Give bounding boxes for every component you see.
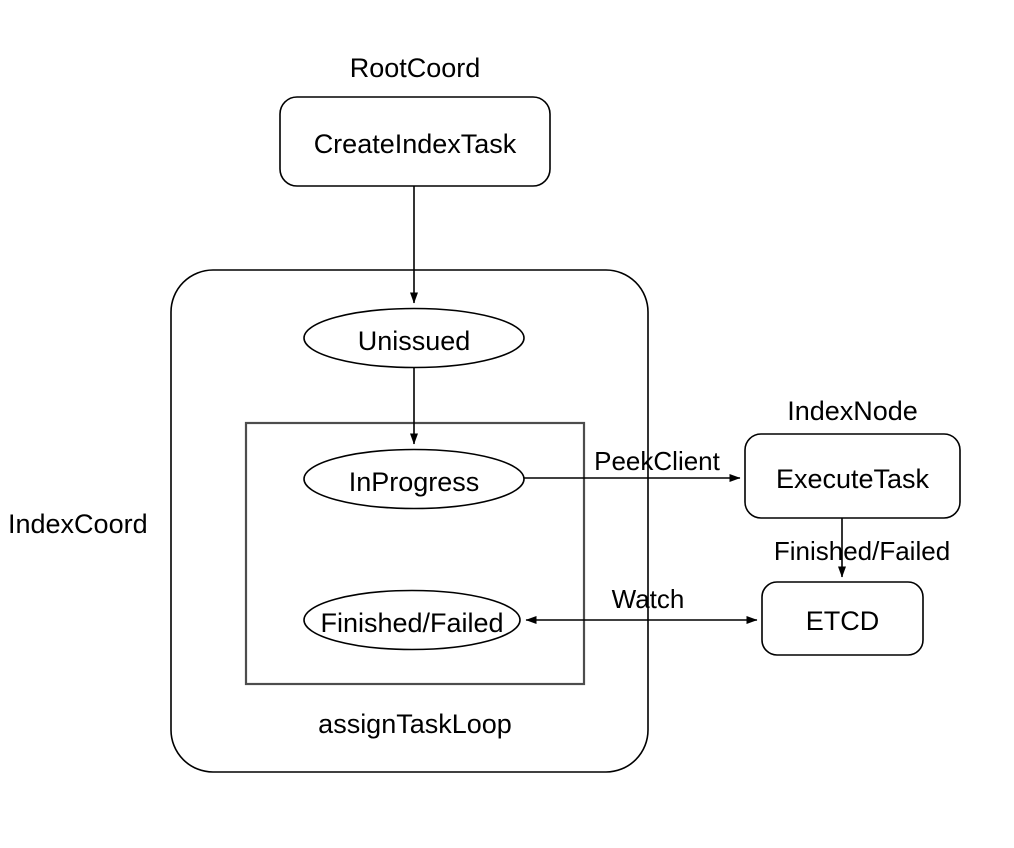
group-title-rootcoord: RootCoord — [349, 53, 481, 83]
group-title-assigntaskloop: assignTaskLoop — [318, 709, 512, 739]
edge-label-peekclient: PeekClient — [594, 446, 720, 476]
edge-label-finished-failed: Finished/Failed — [773, 536, 951, 566]
node-label-unissued: Unissued — [357, 326, 471, 356]
node-create-index-task-shape[interactable] — [279, 96, 551, 187]
node-label-finished-failed: Finished/Failed — [320, 608, 504, 638]
edge-label-watch: Watch — [611, 584, 685, 614]
node-in-progress-shape[interactable] — [303, 448, 525, 510]
group-title-indexnode: IndexNode — [787, 396, 918, 426]
group-assigntaskloop-boundary — [244, 421, 586, 686]
node-label-in-progress: InProgress — [348, 467, 480, 497]
node-label-execute-task: ExecuteTask — [775, 464, 930, 494]
node-execute-task-shape[interactable] — [744, 433, 961, 519]
node-label-etcd: ETCD — [805, 606, 880, 636]
group-title-indexcoord: IndexCoord — [8, 509, 148, 539]
group-indexcoord-boundary — [170, 269, 649, 773]
node-finished-failed-shape[interactable] — [303, 589, 521, 651]
node-etcd-shape[interactable] — [761, 581, 924, 656]
node-label-create-index-task: CreateIndexTask — [313, 129, 517, 159]
